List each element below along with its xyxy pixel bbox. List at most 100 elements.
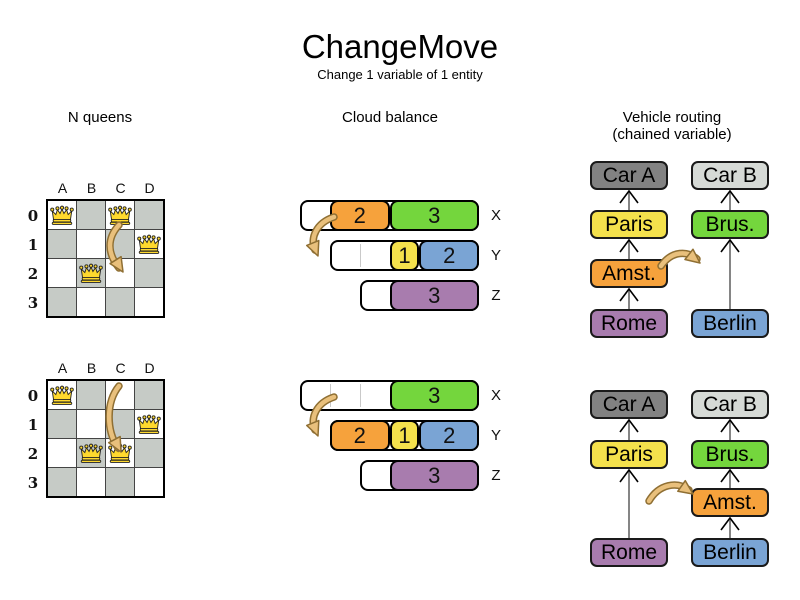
- section-label-nqueens: N queens: [67, 109, 133, 126]
- vrp-node-cara: Car A: [590, 390, 668, 419]
- cloud-bar-after-Z: 3: [359, 460, 479, 491]
- board-cell-B2: [77, 439, 105, 467]
- vrp-node-brus: Brus.: [691, 210, 769, 239]
- section-label-vrp: Vehicle routing (chained variable): [612, 109, 731, 143]
- board-cell-A2: [48, 259, 76, 287]
- chain-connector: [619, 238, 639, 259]
- board-cell-A1: [48, 230, 76, 258]
- cloud-process-block-3: 3: [389, 380, 479, 411]
- cloud-computer-label-Y: Y: [490, 247, 501, 264]
- cloud-bar-divider: [359, 384, 361, 407]
- cloud-process-block-2: 2: [419, 420, 479, 451]
- cloud-process-block-2: 2: [419, 240, 479, 271]
- vrp-node-brus: Brus.: [691, 440, 769, 469]
- queen-icon: [108, 443, 132, 463]
- board-cell-D2: [135, 259, 163, 287]
- vrp-node-carb: Car B: [691, 390, 769, 419]
- queen-icon: [137, 234, 161, 254]
- board-cell-A1: [48, 410, 76, 438]
- cloud-process-block-1: 1: [389, 420, 420, 451]
- queen-icon: [108, 205, 132, 225]
- board-cell-A0: [48, 201, 76, 229]
- board-row-label-1: 1: [27, 416, 39, 434]
- board-col-label-C: C: [115, 180, 126, 196]
- vrp-node-amst: Amst.: [590, 259, 668, 288]
- section-label-cloud: Cloud balance: [342, 109, 438, 126]
- cloud-process-block-3: 3: [389, 200, 479, 231]
- cloud-computer-label-X: X: [490, 207, 501, 224]
- board-cell-A3: [48, 468, 76, 496]
- board-col-label-C: C: [115, 360, 126, 376]
- cloud-computer-label-Y: Y: [490, 427, 501, 444]
- board-cell-B1: [77, 230, 105, 258]
- queen-icon: [50, 205, 74, 225]
- chain-connector: [619, 418, 639, 440]
- chain-connector: [619, 287, 639, 309]
- queen-icon: [50, 385, 74, 405]
- board-col-label-D: D: [144, 360, 155, 376]
- board-row-label-3: 3: [27, 474, 39, 492]
- board-col-label-B: B: [86, 180, 97, 196]
- board-col-label-B: B: [86, 360, 97, 376]
- cloud-process-block-2: 2: [330, 420, 390, 451]
- board-cell-D3: [135, 468, 163, 496]
- board-cell-D1: [135, 230, 163, 258]
- board-row-label-0: 0: [27, 387, 39, 405]
- cloud-bar-divider: [359, 244, 361, 267]
- board-col-label-A: A: [57, 360, 68, 376]
- board-cell-C2: [106, 259, 134, 287]
- chain-connector: [720, 468, 740, 488]
- board-cell-C1: [106, 230, 134, 258]
- chain-connector: [720, 238, 740, 309]
- cloud-process-block-1: 1: [389, 240, 420, 271]
- cloud-process-block-3: 3: [389, 460, 479, 491]
- board-col-label-A: A: [57, 180, 68, 196]
- cloud-computer-label-Z: Z: [491, 287, 501, 304]
- board-cell-A0: [48, 381, 76, 409]
- board-cell-C3: [106, 288, 134, 316]
- board-cell-C0: [106, 201, 134, 229]
- board-cell-B3: [77, 468, 105, 496]
- board-cell-B0: [77, 381, 105, 409]
- board-row-label-2: 2: [27, 445, 39, 463]
- cloud-process-block-2: 2: [329, 200, 390, 231]
- board-cell-D2: [135, 439, 163, 467]
- board-cell-C2: [106, 439, 134, 467]
- vrp-node-rome: Rome: [590, 538, 668, 567]
- board-cell-A2: [48, 439, 76, 467]
- vrp-node-rome: Rome: [590, 309, 668, 338]
- board-cell-D3: [135, 288, 163, 316]
- chain-connector: [619, 189, 639, 210]
- chain-connector: [619, 468, 639, 538]
- board-cell-C3: [106, 468, 134, 496]
- nqueens-board-after: [46, 379, 165, 498]
- board-cell-D0: [135, 201, 163, 229]
- vrp-node-paris: Paris: [590, 210, 668, 239]
- vrp-node-amst: Amst.: [691, 488, 769, 517]
- nqueens-board-before: [46, 199, 165, 318]
- queen-icon: [79, 443, 103, 463]
- cloud-computer-label-X: X: [490, 387, 501, 404]
- cloud-process-block-3: 3: [389, 280, 479, 311]
- board-cell-C0: [106, 381, 134, 409]
- board-row-label-2: 2: [27, 265, 39, 283]
- queen-icon: [79, 263, 103, 283]
- board-cell-B1: [77, 410, 105, 438]
- board-cell-B0: [77, 201, 105, 229]
- board-cell-B2: [77, 259, 105, 287]
- chain-connector: [720, 189, 740, 210]
- board-cell-C1: [106, 410, 134, 438]
- vrp-node-carb: Car B: [691, 161, 769, 190]
- vrp-node-cara: Car A: [590, 161, 668, 190]
- cloud-bar-after-X: 3: [300, 380, 479, 411]
- chain-connector: [720, 418, 740, 440]
- board-cell-D0: [135, 381, 163, 409]
- vrp-node-berlin: Berlin: [691, 538, 769, 567]
- cloud-bar-divider: [329, 384, 331, 407]
- board-cell-D1: [135, 410, 163, 438]
- vrp-move-arrow-after: [645, 479, 694, 505]
